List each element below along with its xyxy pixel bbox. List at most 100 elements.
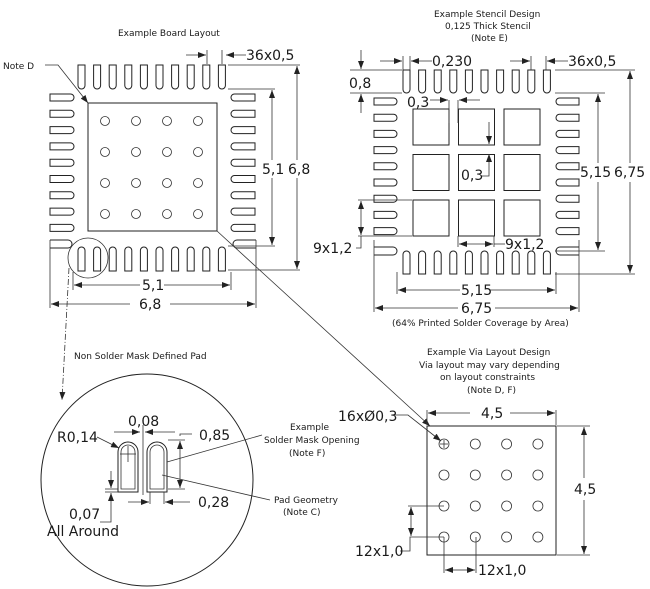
via-hole [469, 500, 481, 512]
stencil-right-pad [555, 129, 580, 138]
stencil-pad-length: 0,8 [349, 76, 371, 92]
board-outer-dim: 6,8 [139, 297, 161, 313]
board-via [100, 209, 110, 219]
stencil-left-pad [373, 194, 398, 203]
board-top-pad [186, 64, 195, 90]
board-right-pad [230, 93, 256, 102]
stencil-top-pad [511, 69, 520, 94]
via-layout: Example Via Layout Design Via layout may… [338, 348, 596, 579]
stencil-right-pad [555, 227, 580, 236]
board-via [131, 147, 141, 157]
board-right-pad [230, 191, 256, 200]
board-via [193, 147, 203, 157]
board-top-pads [77, 64, 226, 90]
stencil-top-pad [433, 69, 442, 94]
via-hole [501, 469, 513, 481]
stencil-left-pad [373, 97, 398, 106]
stencil-bottom-pad [527, 250, 536, 275]
board-right-pad [230, 158, 256, 167]
board-top-pad [139, 64, 148, 90]
stencil-right-pad [555, 146, 580, 155]
board-right-pad [230, 223, 256, 232]
board-bottom-pad [108, 246, 117, 272]
stencil-outer-dim: 6,75 [461, 301, 492, 317]
via-callout-leader [216, 230, 431, 427]
note-d-leader [45, 64, 89, 104]
stencil-right-pad [555, 178, 580, 187]
via-pitch-h-label: 12x1,0 [478, 563, 526, 579]
detail-callout-circle [67, 237, 109, 279]
via-hole [469, 531, 481, 543]
via-hole [501, 500, 513, 512]
board-bottom-pad [186, 246, 195, 272]
board-bottom-pad [217, 246, 226, 272]
stencil-bottom-pad [464, 250, 473, 275]
stencil-right-pad [555, 162, 580, 171]
board-via [193, 116, 203, 126]
stencil-square [412, 108, 450, 146]
stencil-inner-dim: 5,15 [461, 283, 492, 299]
stencil-bottom-pad [511, 250, 520, 275]
stencil-square [412, 199, 450, 237]
via-pitch-v-label: 12x1,0 [355, 544, 403, 560]
board-left-pad [49, 158, 75, 167]
mask-opening-right [146, 441, 168, 493]
board-corner-pad [50, 239, 73, 249]
detail-callout-leader [59, 267, 70, 401]
board-bottom-pad [202, 246, 211, 272]
board-layout: Example Board Layout Note D 36x0,5 5,1 6… [3, 29, 431, 427]
board-thermal-pad [87, 102, 218, 232]
board-outer-dim-v: 6,8 [288, 162, 310, 178]
board-left-pad [49, 175, 75, 183]
stencil-square [503, 108, 541, 146]
stencil-bottom-pad [496, 250, 505, 275]
board-left-pad [49, 207, 75, 216]
pad-radius-label: R0,14 [57, 430, 98, 446]
board-right-pad [230, 207, 256, 216]
mask-label-1: Example [290, 423, 330, 433]
pad-length-label: 0,85 [199, 428, 230, 444]
mask-label-2: Solder Mask Opening [264, 436, 360, 446]
stencil-top-pad [527, 69, 536, 94]
stencil-inner-dim-v: 5,15 [580, 165, 611, 181]
stencil-top-pad [449, 69, 458, 94]
board-via [162, 147, 172, 157]
stencil-right-pad [555, 210, 580, 219]
pad-geom-label-1: Pad Geometry [274, 496, 339, 506]
board-via [100, 178, 110, 188]
via-title-4: (Note D, F) [467, 386, 516, 396]
stencil-right-pads [555, 97, 580, 256]
board-title: Example Board Layout [118, 29, 220, 39]
stencil-bottom-pad [402, 250, 411, 275]
board-top-pad [124, 64, 133, 90]
board-left-pad [49, 93, 75, 102]
board-bottom-pad [124, 246, 133, 272]
stencil-right-pad [555, 113, 580, 122]
stencil-left-pad [373, 210, 398, 219]
via-hole [532, 500, 544, 512]
board-left-pad [49, 126, 75, 135]
stencil-title-3: (Note E) [471, 34, 508, 44]
board-via [131, 209, 141, 219]
board-corner-pad [232, 239, 256, 249]
board-right-pad [230, 126, 256, 135]
board-left-pad [49, 191, 75, 200]
pad-width-label: 0,28 [198, 495, 229, 511]
stencil-pad-width: 0,230 [432, 54, 472, 70]
stencil-top-pads [402, 69, 551, 94]
pad-detail-title: Non Solder Mask Defined Pad [74, 352, 207, 362]
stencil-right-pad [555, 97, 580, 106]
stencil-top-pad [418, 69, 427, 94]
via-hole [532, 469, 544, 481]
board-left-pad [49, 109, 75, 118]
via-hole [438, 469, 450, 481]
stencil-left-pad [373, 178, 398, 187]
board-via [162, 178, 172, 188]
via-title-1: Example Via Layout Design [427, 348, 550, 358]
board-bottom-pad [93, 246, 102, 272]
stencil-left-pad [373, 162, 398, 171]
board-pitch-label: 36x0,5 [246, 48, 294, 64]
stencil-squares [412, 108, 541, 237]
stencil-pitch-label: 36x0,5 [568, 54, 616, 70]
board-vias [100, 116, 203, 219]
